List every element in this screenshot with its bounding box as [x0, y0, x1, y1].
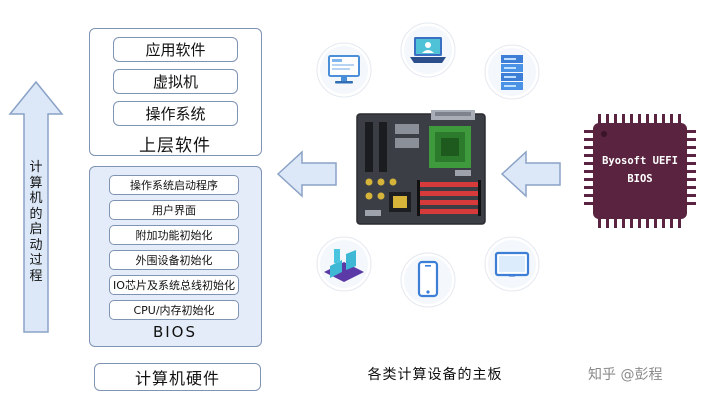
desktop-monitor-icon: [316, 42, 372, 98]
bios-item-addon-init: 附加功能初始化: [109, 225, 239, 245]
upper-software-group: 应用软件 虚拟机 操作系统 上层软件: [89, 28, 262, 156]
chip-label-line2: BIOS: [627, 173, 652, 185]
upper-software-title: 上层软件: [139, 136, 211, 156]
tablet-icon: [484, 236, 540, 292]
boot-process-label: 计算机的启动过程: [29, 160, 43, 284]
vm-item: 虚拟机: [113, 69, 238, 94]
motherboard-image: [356, 110, 486, 225]
bios-title: BIOS: [152, 323, 198, 341]
chip-label-line1: Byosoft UEFI: [602, 155, 678, 167]
arrow-to-software: [276, 150, 337, 198]
bios-item-ui: 用户界面: [109, 200, 239, 220]
bios-item-cpu-mem-init: CPU/内存初始化: [109, 300, 239, 320]
arrow-to-board: [500, 150, 561, 198]
motherboard-caption: 各类计算设备的主板: [367, 367, 503, 383]
iot-device-icon: [316, 236, 372, 292]
bios-group: 操作系统启动程序 用户界面 附加功能初始化 外围设备初始化 IO芯片及系统总线初…: [89, 166, 262, 347]
bios-item-peripheral-init: 外围设备初始化: [109, 250, 239, 270]
bios-item-os-boot: 操作系统启动程序: [109, 175, 239, 195]
boot-direction-arrow: [8, 80, 64, 333]
smartphone-icon: [400, 252, 456, 308]
bios-item-io-bus-init: IO芯片及系统总线初始化: [109, 275, 239, 295]
server-rack-icon: [484, 44, 540, 100]
os-item: 操作系统: [113, 101, 238, 126]
laptop-icon: [400, 22, 456, 78]
bios-chip-image: Byosoft UEFI BIOS: [584, 114, 696, 228]
watermark: 知乎 @彭程: [588, 367, 663, 383]
hardware-box: 计算机硬件: [94, 363, 261, 391]
app-software-item: 应用软件: [113, 37, 238, 62]
